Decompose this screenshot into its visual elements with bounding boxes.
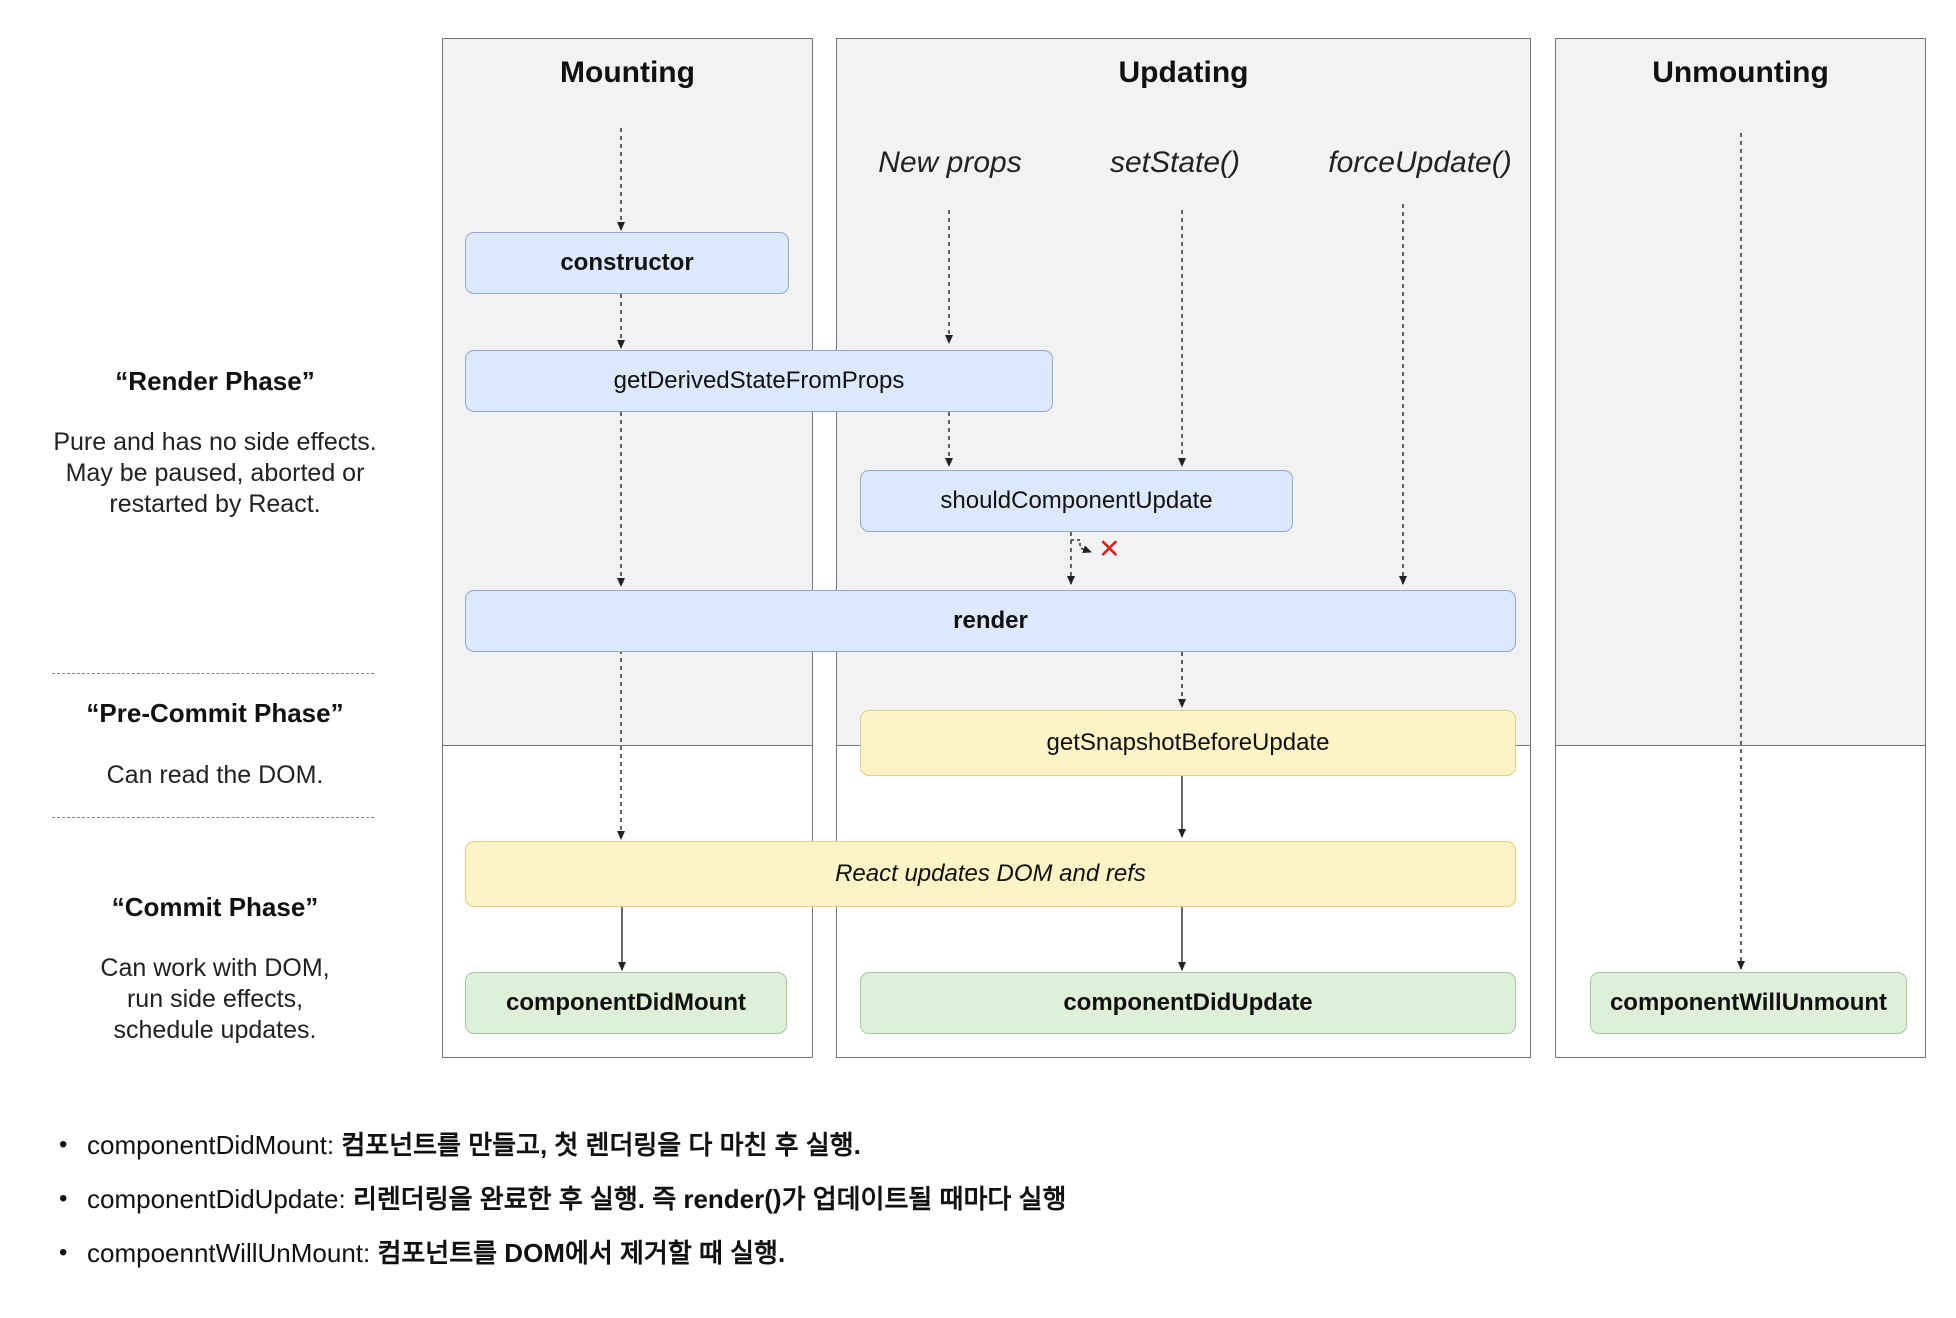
react-lifecycle-diagram: Mounting Updating Unmounting New props s… bbox=[30, 38, 1926, 1058]
unmounting-column-title: Unmounting bbox=[1652, 56, 1829, 89]
note-text: componentDidUpdate: 리렌더링을 완료한 후 실행. 즉 re… bbox=[87, 1184, 1066, 1214]
arrow-scu-cancel bbox=[1071, 539, 1092, 554]
commit-phase-description: Can work with DOM, run side effects, sch… bbox=[30, 953, 400, 1046]
bullet-icon: • bbox=[59, 1131, 68, 1158]
pre-commit-phase-description: Can read the DOM. bbox=[30, 760, 400, 791]
note-description: 리렌더링을 완료한 후 실행. 즉 render()가 업데이트될 때마다 실행 bbox=[352, 1184, 1067, 1214]
should-component-update-node: shouldComponentUpdate bbox=[860, 470, 1293, 532]
render-phase-title: “Render Phase” bbox=[115, 366, 315, 396]
commit-phase-title: “Commit Phase” bbox=[111, 892, 319, 922]
list-item: • componentDidMount: 컴포넌트를 만들고, 첫 렌더링을 다… bbox=[59, 1118, 1066, 1172]
mounting-column-title: Mounting bbox=[560, 56, 695, 89]
component-did-update-node: componentDidUpdate bbox=[860, 972, 1516, 1034]
render-phase-desc-line: Pure and has no side effects. bbox=[53, 428, 377, 456]
component-will-unmount-node: componentWillUnmount bbox=[1590, 972, 1907, 1034]
bullet-icon: • bbox=[59, 1185, 68, 1212]
updating-column-title: Updating bbox=[1118, 56, 1249, 89]
render-phase-description: Pure and has no side effects. May be pau… bbox=[30, 427, 400, 520]
list-item: • componentDidUpdate: 리렌더링을 완료한 후 실행. 즉 … bbox=[59, 1172, 1066, 1226]
render-node: render bbox=[465, 590, 1516, 652]
trigger-force-update: forceUpdate() bbox=[1328, 146, 1512, 179]
trigger-new-props: New props bbox=[878, 146, 1022, 179]
commit-phase-desc-line: Can work with DOM, bbox=[100, 954, 330, 982]
note-text: componentDidMount: 컴포넌트를 만들고, 첫 렌더링을 다 마… bbox=[87, 1130, 861, 1160]
pre-commit-phase-title: “Pre-Commit Phase” bbox=[86, 698, 344, 728]
note-text: compoenntWillUnMount: 컴포넌트를 DOM에서 제거할 때 … bbox=[87, 1238, 785, 1268]
commit-phase-desc-line: schedule updates. bbox=[113, 1016, 317, 1044]
constructor-node: constructor bbox=[465, 232, 789, 294]
component-did-mount-node: componentDidMount bbox=[465, 972, 787, 1034]
render-phase-desc-line: restarted by React. bbox=[109, 490, 321, 518]
note-description: 컴포넌트를 만들고, 첫 렌더링을 다 마친 후 실행. bbox=[341, 1130, 861, 1160]
flow-arrows bbox=[617, 128, 1745, 971]
list-item: • compoenntWillUnMount: 컴포넌트를 DOM에서 제거할 … bbox=[59, 1226, 1066, 1280]
lifecycle-notes-list: • componentDidMount: 컴포넌트를 만들고, 첫 렌더링을 다… bbox=[59, 1118, 1066, 1280]
note-term: componentDidMount: bbox=[87, 1130, 335, 1160]
bullet-icon: • bbox=[59, 1239, 68, 1266]
trigger-set-state: setState() bbox=[1109, 146, 1241, 179]
render-phase-desc-line: May be paused, aborted or bbox=[65, 459, 365, 487]
note-term: componentDidUpdate: bbox=[87, 1184, 346, 1214]
note-term: compoenntWillUnMount: bbox=[87, 1238, 371, 1268]
react-updates-dom-node: React updates DOM and refs bbox=[465, 841, 1516, 907]
note-description: 컴포넌트를 DOM에서 제거할 때 실행. bbox=[377, 1238, 786, 1268]
pre-commit-phase-desc-line: Can read the DOM. bbox=[106, 761, 324, 789]
get-derived-state-from-props-node: getDerivedStateFromProps bbox=[465, 350, 1053, 412]
phase-separator bbox=[52, 817, 374, 818]
get-snapshot-before-update-node: getSnapshotBeforeUpdate bbox=[860, 710, 1516, 776]
commit-phase-desc-line: run side effects, bbox=[126, 985, 304, 1013]
phase-separator bbox=[52, 673, 374, 674]
cancel-x-icon: ✕ bbox=[1098, 534, 1121, 564]
